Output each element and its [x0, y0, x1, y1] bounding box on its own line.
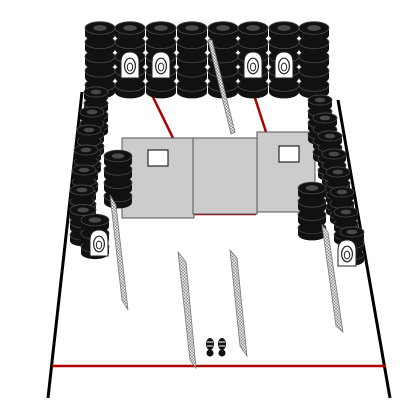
tire-hole: [93, 25, 107, 31]
tire-hole: [90, 89, 102, 95]
tire-hole: [80, 147, 92, 153]
mesh-baffle-center-right: [229, 248, 248, 358]
tire-hole: [154, 25, 168, 31]
foot-sole: [206, 338, 214, 350]
tire-hole: [86, 109, 98, 115]
target-icon: [151, 51, 171, 79]
target-ring-outer: [92, 235, 105, 253]
tire-hole: [246, 25, 260, 31]
tire-hole: [328, 151, 340, 157]
fault-line-right: [252, 94, 268, 133]
targets: [89, 51, 357, 267]
mesh-baffles: [109, 39, 344, 370]
tire-hole: [216, 25, 230, 31]
tire-hole: [111, 153, 125, 159]
target-ring-outer: [247, 57, 260, 75]
footprints-icon: [206, 338, 226, 357]
tire-hole: [307, 25, 321, 31]
target-icon: [274, 51, 294, 79]
right-tire-wall: [297, 94, 365, 266]
back-tire-stack: [298, 21, 330, 99]
target-ring-inner: [249, 62, 257, 72]
target-ring-outer: [341, 245, 354, 263]
tire-hole: [76, 187, 88, 193]
right-tire-stack: [297, 181, 327, 241]
tire-hole: [83, 127, 95, 133]
left-lane-line: [46, 91, 84, 399]
target-ring-outer: [278, 57, 291, 75]
tire-hole: [88, 217, 102, 223]
mesh-baffle-right-wall: [321, 223, 344, 334]
mesh-baffle-back: [207, 39, 236, 135]
tire-hole: [336, 189, 348, 195]
target-ring-inner: [343, 250, 351, 260]
left-tire-stack: [103, 149, 133, 209]
tire-hole: [340, 209, 352, 215]
back-tire-stack: [176, 21, 208, 99]
tire-hole: [319, 115, 331, 121]
tire-hole: [332, 169, 344, 175]
tire-hole: [324, 133, 336, 139]
window-left: [147, 149, 169, 167]
wall-panel-center: [192, 137, 258, 215]
foot-sole: [218, 338, 226, 350]
target-icon: [337, 239, 357, 267]
tire-hole: [314, 97, 326, 103]
fault-line-left: [150, 94, 175, 139]
wall-panels: [121, 131, 316, 219]
window-right: [278, 145, 300, 163]
target-ring-inner: [280, 62, 288, 72]
target-ring-inner: [157, 62, 165, 72]
target-ring-outer: [155, 57, 168, 75]
target-icon: [89, 229, 109, 257]
tire-hole: [277, 25, 291, 31]
mesh-baffle-left-wall: [109, 194, 129, 311]
mesh-baffle-center-left: [177, 250, 197, 370]
target-ring-inner: [95, 240, 103, 250]
tire-hole: [123, 25, 137, 31]
back-tire-stack: [145, 21, 177, 99]
tire-hole: [77, 207, 89, 213]
target-icon: [243, 51, 263, 79]
tire-hole: [78, 167, 90, 173]
target-icon: [120, 51, 140, 79]
tire-hole: [305, 185, 319, 191]
target-ring-inner: [126, 62, 134, 72]
target-ring-outer: [123, 57, 136, 75]
footprint-right: [218, 338, 226, 357]
foot-heel: [218, 349, 226, 357]
tire-hole: [185, 25, 199, 31]
foot-heel: [206, 349, 214, 357]
tire-hole: [346, 229, 358, 235]
footprint-left: [206, 338, 214, 357]
